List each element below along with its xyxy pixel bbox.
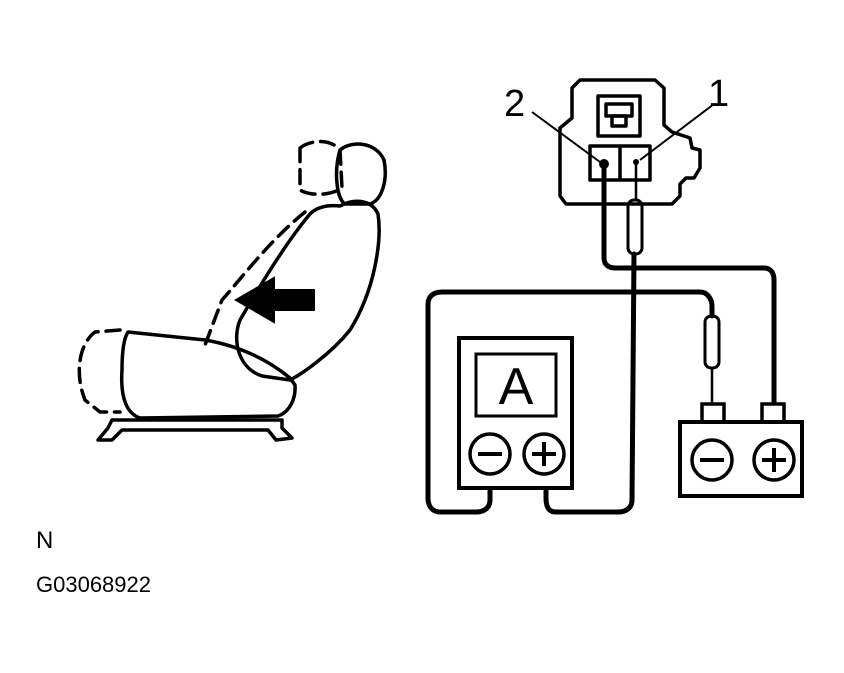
battery-minus-post [700,402,726,424]
probe-pin1-body [626,198,644,256]
pin2-label: 2 [504,83,525,125]
seat-dashed-outline [77,139,344,414]
ammeter-label: A [499,358,534,416]
seat-rail [96,418,294,442]
connector [558,78,702,206]
wire-pin1-to-ammeter-plus [543,251,637,515]
pin1-label: 1 [708,73,729,115]
wire-ammeter-minus-to-battery-minus [425,289,715,515]
pin2-leader [531,111,601,163]
direction-arrow [234,276,315,324]
connector-latch [596,94,642,138]
battery-plus-post [760,402,786,424]
seat-cushion [119,330,297,420]
probe-battery-minus-body [703,314,721,370]
battery [678,402,804,498]
ammeter: A [457,336,574,490]
ammeter-display [474,352,558,418]
pin1-leader [639,103,715,161]
connector-housing [558,78,702,206]
connector-terminal-cavity [588,144,652,182]
seat-illustration [77,139,387,442]
pin1-terminal [633,159,639,165]
wire-pin2-to-battery-plus [601,163,777,411]
seat-headrest [334,142,387,206]
figure-id: G03068922 [36,572,151,597]
seat-back [235,199,381,382]
code-letter: N [36,527,53,554]
wiring [425,162,777,515]
